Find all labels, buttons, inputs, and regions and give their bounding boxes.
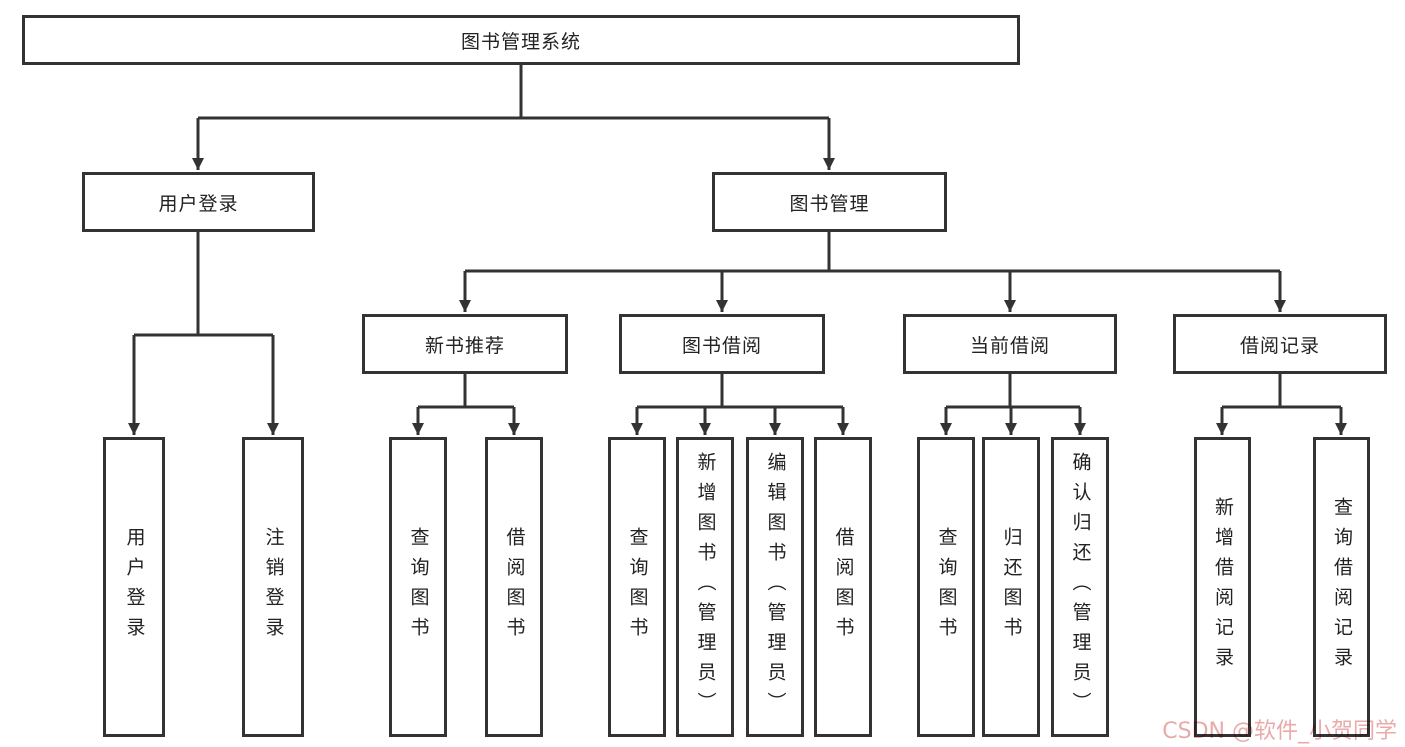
leaf-label: 借阅图书 bbox=[832, 527, 855, 647]
leaf-confirm-return-admin: 确认归还（管理员） bbox=[1051, 437, 1109, 737]
node-library-management-system: 图书管理系统 bbox=[22, 15, 1020, 65]
node-book-borrowing: 图书借阅 bbox=[619, 314, 825, 374]
leaf-user-login: 用户登录 bbox=[103, 437, 165, 737]
node-label: 当前借阅 bbox=[969, 334, 1050, 357]
leaf-query-books-2: 查询图书 bbox=[608, 437, 666, 737]
node-new-book-recommendation: 新书推荐 bbox=[362, 314, 568, 374]
leaf-label: 新增借阅记录 bbox=[1212, 497, 1234, 677]
node-label: 用户登录 bbox=[158, 192, 239, 215]
leaf-label: 归还图书 bbox=[1000, 527, 1023, 647]
node-user-login: 用户登录 bbox=[82, 172, 315, 232]
leaf-query-borrow-record: 查询借阅记录 bbox=[1313, 437, 1370, 737]
leaf-label: 查询借阅记录 bbox=[1331, 497, 1353, 677]
leaf-query-books-3: 查询图书 bbox=[917, 437, 975, 737]
node-label: 图书管理 bbox=[789, 192, 870, 215]
node-current-borrowing: 当前借阅 bbox=[903, 314, 1117, 374]
leaf-label: 用户登录 bbox=[123, 527, 146, 647]
leaf-add-books-admin: 新增图书（管理员） bbox=[676, 437, 734, 737]
leaf-label: 查询图书 bbox=[407, 527, 430, 647]
leaf-label: 查询图书 bbox=[626, 527, 649, 647]
leaf-label: 新增图书（管理员） bbox=[694, 452, 717, 722]
node-label: 图书借阅 bbox=[681, 334, 762, 357]
leaf-return-books: 归还图书 bbox=[982, 437, 1040, 737]
node-borrowing-records: 借阅记录 bbox=[1173, 314, 1387, 374]
leaf-edit-books-admin: 编辑图书（管理员） bbox=[746, 437, 804, 737]
node-label: 图书管理系统 bbox=[460, 30, 581, 53]
node-book-management: 图书管理 bbox=[712, 172, 947, 232]
leaf-add-borrow-record: 新增借阅记录 bbox=[1194, 437, 1251, 737]
leaf-label: 编辑图书（管理员） bbox=[764, 452, 787, 722]
csdn-watermark: CSDN @软件_小贺同学 bbox=[1162, 719, 1397, 744]
node-label: 借阅记录 bbox=[1239, 334, 1320, 357]
leaf-query-books: 查询图书 bbox=[389, 437, 447, 737]
leaf-label: 确认归还（管理员） bbox=[1069, 452, 1092, 722]
leaf-borrow-books: 借阅图书 bbox=[485, 437, 543, 737]
leaf-borrow-books-2: 借阅图书 bbox=[814, 437, 872, 737]
leaf-label: 查询图书 bbox=[935, 527, 958, 647]
leaf-logout: 注销登录 bbox=[242, 437, 304, 737]
leaf-label: 注销登录 bbox=[262, 527, 285, 647]
leaf-label: 借阅图书 bbox=[503, 527, 526, 647]
node-label: 新书推荐 bbox=[424, 334, 505, 357]
